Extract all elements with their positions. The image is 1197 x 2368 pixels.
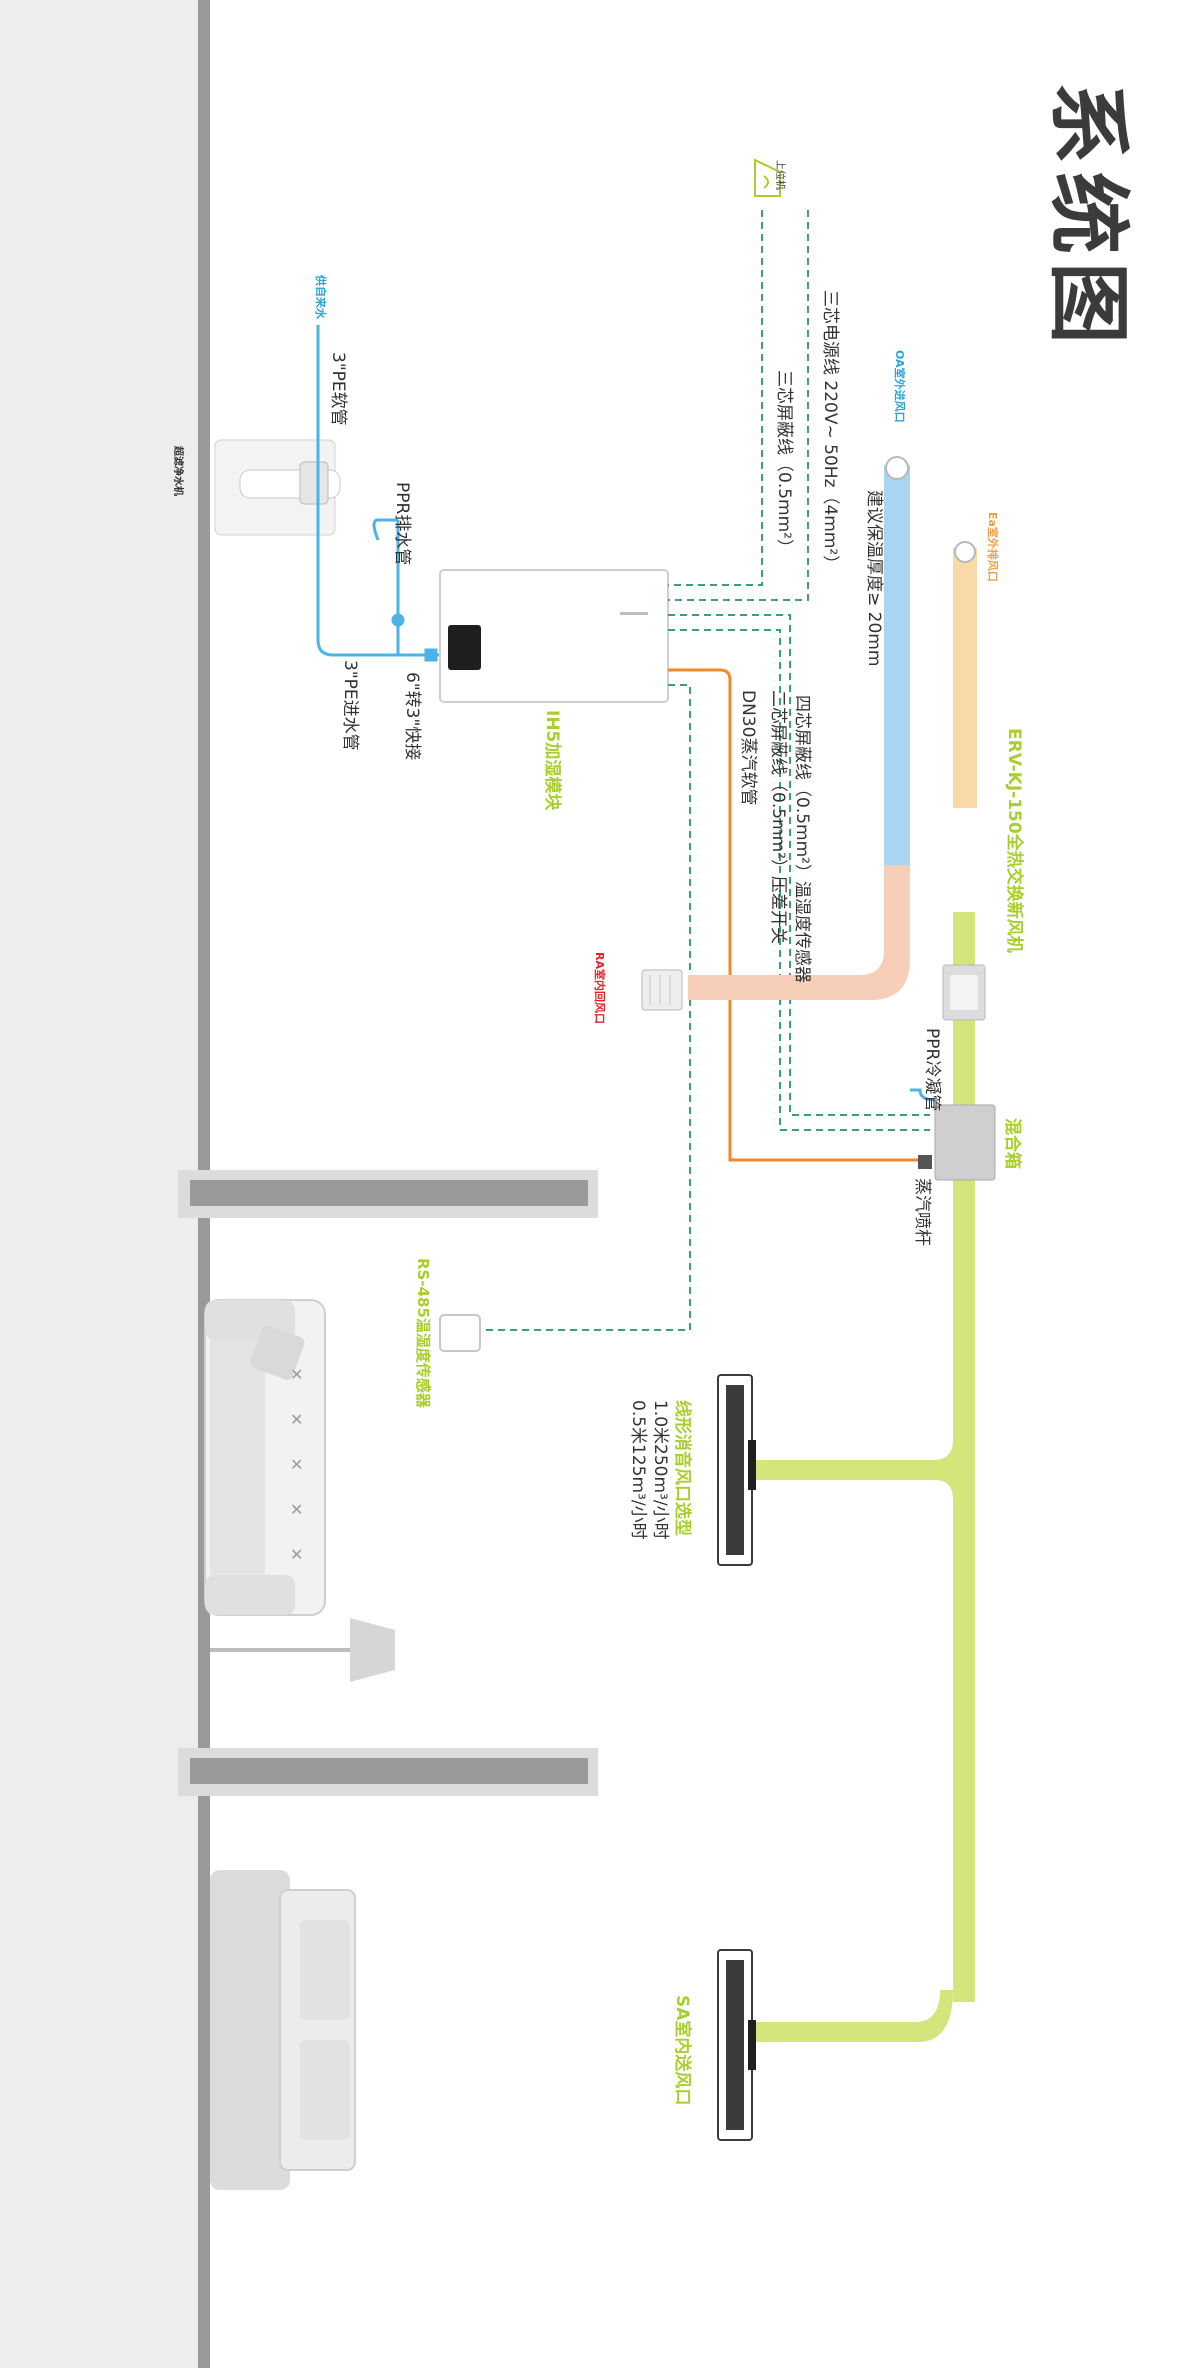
- rate-2-label: 0.5米125m³/小时: [628, 1400, 648, 1540]
- svg-text:✕: ✕: [290, 1545, 303, 1564]
- erv-connector: [942, 964, 986, 1021]
- humidifier-module-label: IH5加湿模块: [542, 710, 562, 811]
- rate-1-label: 1.0米250m³/小时: [650, 1400, 670, 1540]
- pe-inlet-label: 3"PE进水管: [340, 660, 360, 751]
- two-core-label: 二芯屏蔽线（0.5mm²）压差开关: [768, 690, 788, 944]
- oa-outlet-label: OA室外进风口: [893, 350, 906, 423]
- sensor-label: RS-485温湿度传感器: [414, 1258, 432, 1408]
- shield-cable-label: 三芯屏蔽线（0.5mm²）: [774, 370, 794, 556]
- ppr-condensate-label: PPR冷凝管: [922, 1028, 942, 1112]
- linear-outlet-1: [717, 1374, 756, 1566]
- four-core-label: 四芯屏蔽线（0.5mm²）温湿度传感器: [792, 695, 812, 983]
- partition-2: [178, 1748, 598, 1796]
- steam-hose-line: [668, 668, 930, 1162]
- supply-duct: [748, 912, 975, 2042]
- svg-text:✕: ✕: [290, 1500, 303, 1519]
- water-pipes: [316, 325, 440, 662]
- steam-hose-label: DN30蒸汽软管: [738, 690, 758, 806]
- sofa-illustration: ✕ ✕ ✕ ✕ ✕: [204, 1299, 326, 1616]
- tap-water-label: 供自来水: [314, 275, 327, 319]
- svg-text:✕: ✕: [290, 1365, 303, 1384]
- steam-nozzle-label: 蒸汽喷杆: [912, 1178, 932, 1246]
- insulation-label: 建议保温厚度≥ 20mm: [864, 490, 884, 667]
- partition-1: [178, 1170, 598, 1218]
- water-purifier-illustration: [214, 439, 341, 536]
- oa-duct: [688, 456, 910, 1000]
- ppr-drain-label: PPR排水管: [392, 482, 412, 566]
- mixing-box: [910, 1088, 996, 1181]
- ra-grille: [641, 969, 683, 1011]
- pe-soft-pipe-label: 3"PE软管: [328, 352, 348, 426]
- router-label: 上位机: [774, 160, 785, 190]
- svg-text:✕: ✕: [290, 1410, 303, 1429]
- bed-illustration: [210, 1870, 356, 2190]
- svg-text:✕: ✕: [290, 1455, 303, 1474]
- mixing-box-label: 混合箱: [1002, 1118, 1022, 1169]
- ea-outlet-label: Ea室外排风口: [986, 512, 999, 582]
- floor-band: [0, 0, 200, 2368]
- ra-return-label: RA室内回风口: [593, 952, 606, 1024]
- page-title: 系统图: [1040, 82, 1135, 353]
- router-icon: [754, 158, 781, 197]
- linear-outlet-2: [717, 1949, 756, 2141]
- sa-outlet-label: SA室内送风口: [672, 1995, 692, 2106]
- humidifier-module: [439, 569, 669, 703]
- erv-unit-label: ERV-KJ-150全热交换新风机: [1004, 728, 1024, 953]
- linear-outlet-label: 线形消音风口选型: [672, 1400, 692, 1536]
- control-cables: [480, 210, 930, 1331]
- ea-duct: [953, 541, 977, 808]
- quick-joint-label: 6"转3"快接: [402, 672, 422, 761]
- sensor-device: [439, 1314, 481, 1352]
- floor-lamp-illustration: [210, 1618, 395, 1682]
- power-cable-label: 三芯电源线 220V~ 50Hz（4mm²）: [820, 290, 840, 573]
- water-purifier-label: 超滤净水机: [172, 446, 183, 496]
